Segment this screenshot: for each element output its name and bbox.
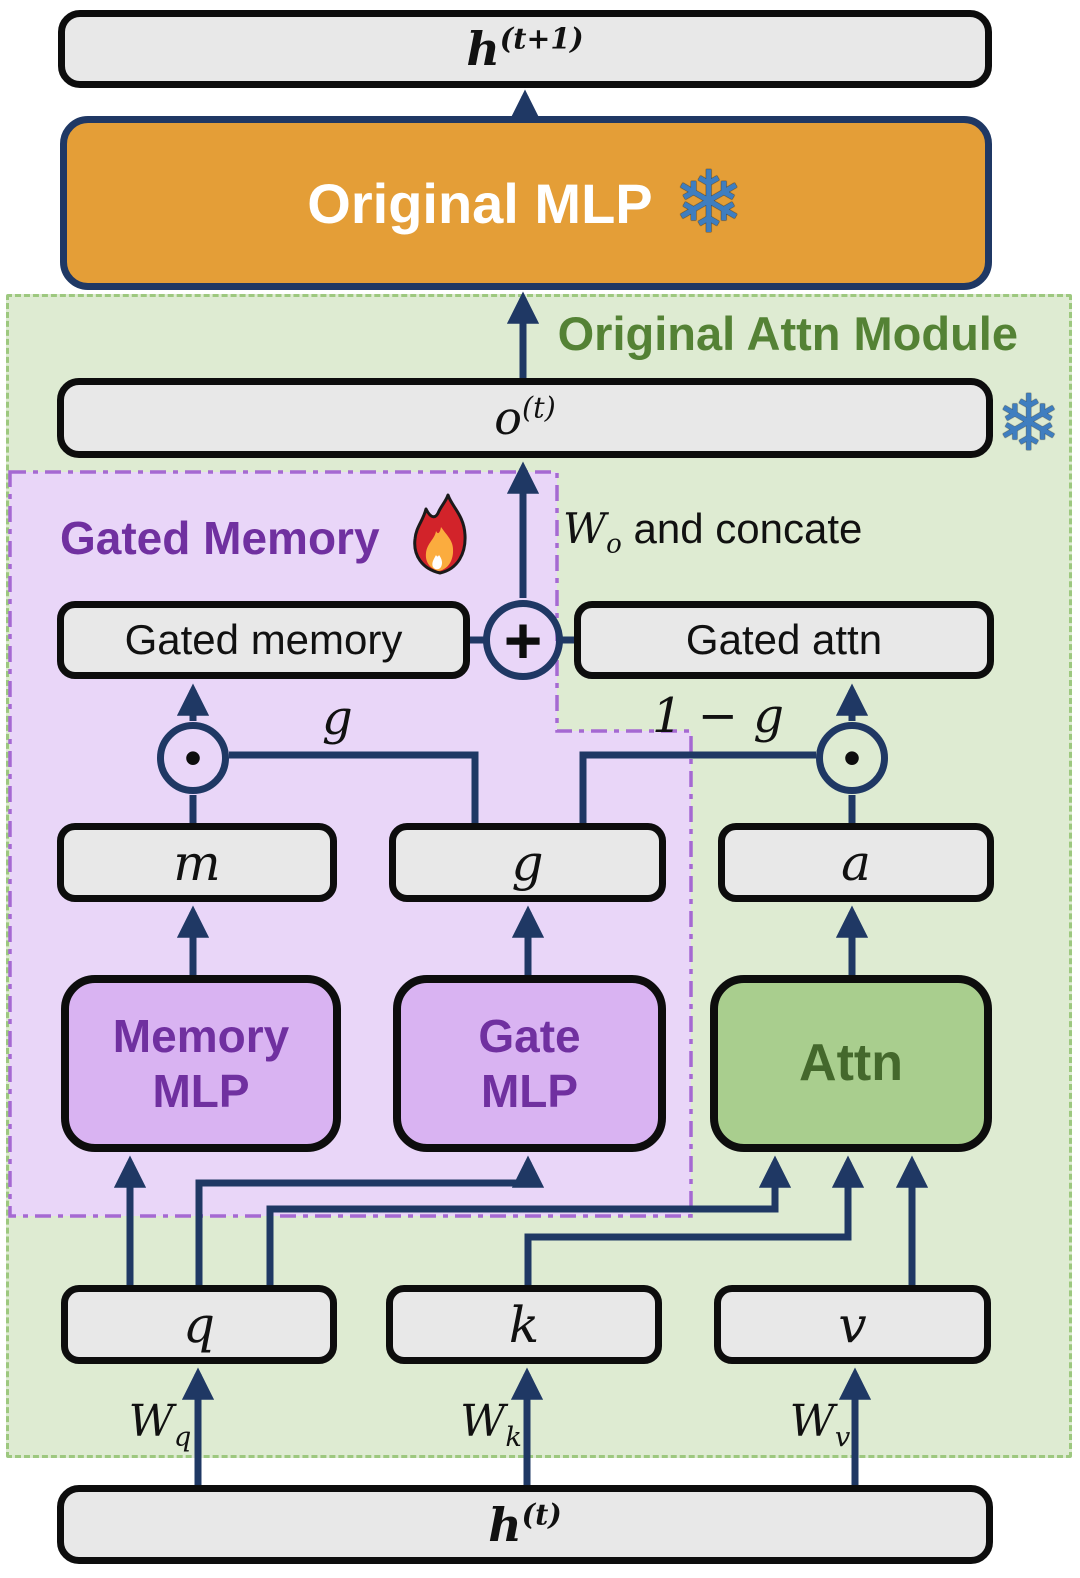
node-m: m <box>57 823 337 902</box>
node-h-out: h(t+1) <box>58 10 992 88</box>
sum-operator: + <box>483 600 563 680</box>
node-gated-attn: Gated attn <box>574 601 994 679</box>
elementwise-product-right: • <box>816 722 888 794</box>
edge-g-to-rightdot <box>579 751 816 828</box>
gate-mlp-line1: Gate <box>478 1010 581 1063</box>
node-gate-mlp: Gate MLP <box>393 975 666 1152</box>
node-q: q <box>61 1285 337 1364</box>
gated-memory-title-text: Gated Memory <box>60 512 380 564</box>
attn-label: Attn <box>799 1033 903 1092</box>
wk-label: Wk <box>460 1396 522 1453</box>
original-mlp-label: Original MLP <box>307 171 653 235</box>
wo-concate-label: Wo and concate <box>563 504 863 560</box>
v-label: v <box>838 1295 867 1354</box>
m-label: m <box>173 833 221 892</box>
q-label: q <box>182 1295 215 1354</box>
elementwise-product-left: • <box>157 722 229 794</box>
attn-module-title: Original Attn Module <box>557 307 1018 360</box>
snowflake-icon: ❄ <box>996 379 1062 467</box>
edge-q-to-attn <box>266 1155 792 1285</box>
node-original-mlp: Original MLP ❄ <box>60 116 992 290</box>
h-in-label: h(t) <box>488 1497 562 1552</box>
o-state-label: o(t) <box>494 391 556 445</box>
wv-label: Wv <box>789 1396 851 1453</box>
node-o-state: o(t) <box>57 378 993 458</box>
memory-mlp-line2: MLP <box>152 1064 250 1117</box>
snowflake-icon: ❄ <box>672 155 745 251</box>
gated-memory-label: Gated memory <box>124 616 403 663</box>
node-attn: Attn <box>710 975 992 1152</box>
node-k: k <box>386 1285 662 1364</box>
node-h-in: h(t) <box>57 1485 993 1564</box>
h-out-label: h(t+1) <box>466 21 584 77</box>
edges <box>113 89 929 1485</box>
edge-k-to-attn <box>524 1155 865 1285</box>
node-a: a <box>718 823 994 902</box>
gated-memory-title: Gated Memory <box>60 492 472 584</box>
edge-g-to-leftdot <box>229 751 479 828</box>
g-label: g <box>511 833 544 892</box>
one-minus-gate-edge-label: 1 − g <box>652 688 784 744</box>
node-memory-mlp: Memory MLP <box>61 975 341 1152</box>
gate-mlp-line2: MLP <box>480 1064 579 1117</box>
gated-attn-label: Gated attn <box>685 616 883 663</box>
wq-label: Wq <box>128 1396 192 1453</box>
memory-mlp-line1: Memory <box>112 1010 290 1063</box>
flame-icon <box>412 493 467 575</box>
edge-q-to-gatemlp <box>195 1155 545 1285</box>
gate-edge-label: g <box>322 690 353 746</box>
node-v: v <box>714 1285 991 1364</box>
k-label: k <box>508 1295 540 1354</box>
node-g: g <box>389 823 666 902</box>
node-gated-memory: Gated memory <box>57 601 470 679</box>
a-label: a <box>841 833 871 892</box>
